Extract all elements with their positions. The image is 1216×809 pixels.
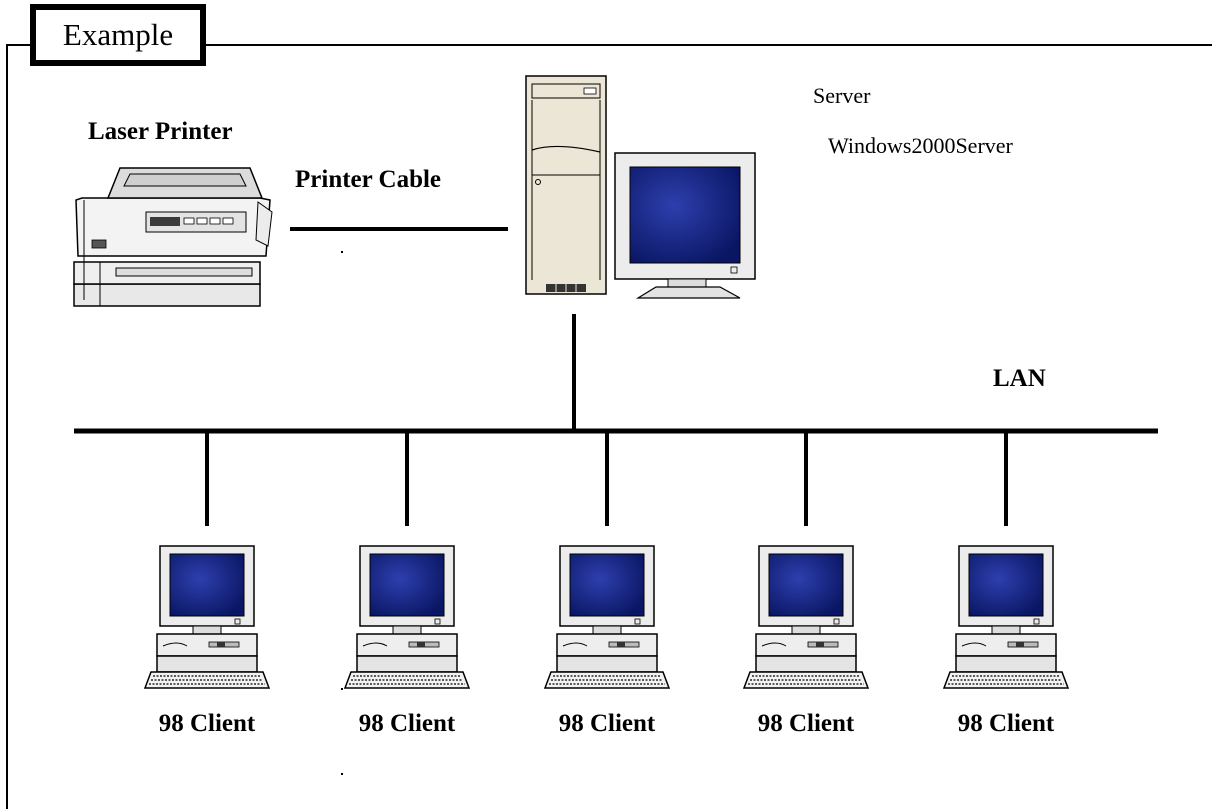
client-computer-icon [943,545,1069,689]
frame-left-border [6,44,8,809]
client-computer-icon [344,545,470,689]
server-os-label: Windows2000Server [828,133,1013,158]
stray-dot [341,251,343,253]
client-computer-icon [743,545,869,689]
frame-top-border [6,44,1212,46]
stray-dot [341,773,343,775]
client-computer-icon [544,545,670,689]
laser-printer-icon [73,167,273,307]
example-title-box: Example [30,4,206,66]
client-label: 98 Client [757,710,855,737]
laser-printer-label: Laser Printer [88,118,233,145]
server-tower-icon [525,75,607,295]
stray-dot [341,688,343,690]
client-label: 98 Client [558,710,656,737]
client-label: 98 Client [158,710,256,737]
client-label: 98 Client [358,710,456,737]
lan-label: LAN [993,365,1046,392]
server-monitor-icon [614,152,756,299]
printer-cable-label: Printer Cable [295,166,442,193]
client-label: 98 Client [957,710,1055,737]
server-label: Server [813,83,871,108]
client-computer-icon [144,545,270,689]
